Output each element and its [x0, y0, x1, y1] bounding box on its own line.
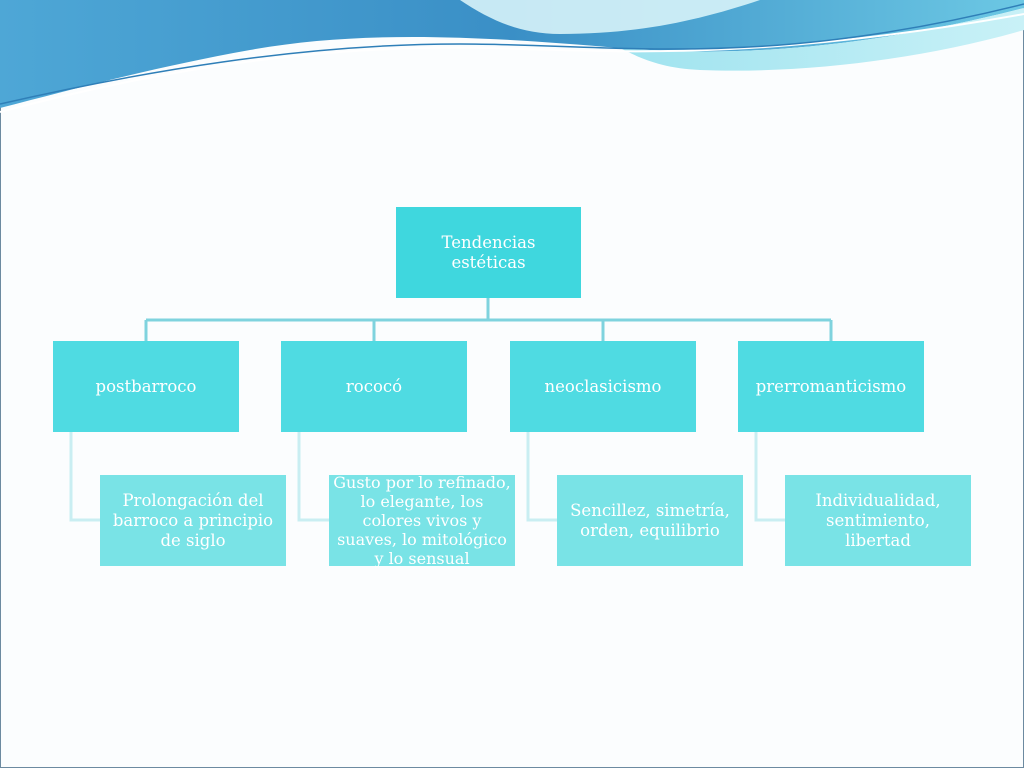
- detail-prerromanticismo: Individualidad, sentimiento, libertad: [785, 475, 971, 566]
- decorative-wave-header: [0, 0, 1024, 113]
- detail-postbarroco: Prolongación del barroco a principio de …: [100, 475, 286, 566]
- node-postbarroco: postbarroco: [53, 341, 239, 432]
- wave-band-dark: [0, 0, 1024, 108]
- detail-neoclasicismo: Sencillez, simetría, orden, equilibrio: [557, 475, 743, 566]
- wave-band-light: [460, 0, 760, 34]
- link-prerromanticismo-detail: [754, 432, 785, 522]
- node-root: Tendencias estéticas: [396, 207, 581, 298]
- node-rococo: rococó: [281, 341, 467, 432]
- wave-line-2: [0, 3, 1024, 105]
- link-neoclasicismo-detail: [526, 432, 557, 522]
- wave-line-1: [0, 13, 1024, 113]
- wave-band-teal: [620, 8, 1024, 71]
- node-prerromanticismo: prerromanticismo: [738, 341, 924, 432]
- link-rococo-detail: [297, 432, 329, 522]
- detail-rococo: Gusto por lo refinado, lo elegante, los …: [329, 473, 515, 568]
- node-neoclasicismo: neoclasicismo: [510, 341, 696, 432]
- link-postbarroco-detail: [69, 432, 100, 522]
